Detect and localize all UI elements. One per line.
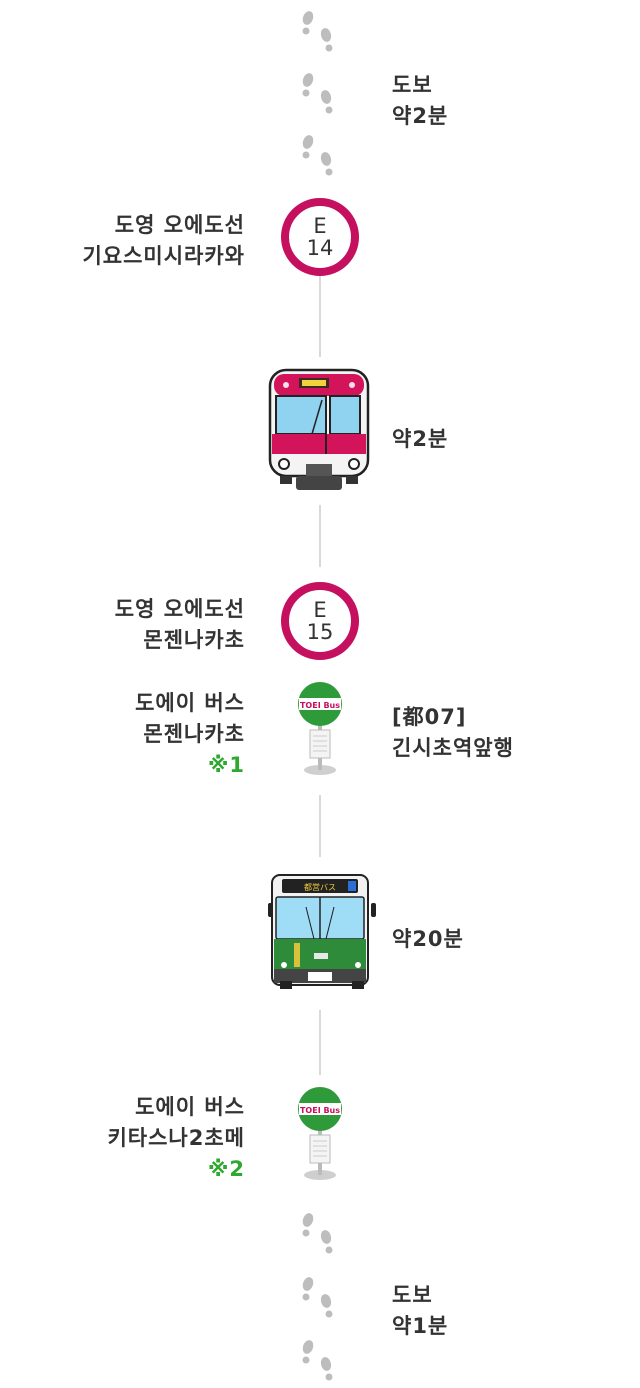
walk-time-top: 도보 약2분 [392, 70, 448, 132]
bus-stop-icon: TOEI Bus [298, 682, 342, 775]
connector-line [319, 275, 321, 357]
bus-duration-label: 약20분 [392, 927, 464, 951]
subway-train-icon [268, 368, 370, 490]
walk-time-bottom: 도보 약1분 [392, 1280, 448, 1342]
bus-operator: 도에이 버스 [135, 691, 245, 715]
station-code-letter: E [313, 214, 327, 238]
walk-mode-label: 도보 [392, 1283, 433, 1307]
bus-route-number: [都07] [392, 705, 467, 729]
bus-stop-sign-text: TOEI Bus [300, 1106, 340, 1115]
bus-destination: 긴시초역앞행 [392, 736, 514, 760]
connector-line [319, 1010, 321, 1075]
connector-line [319, 795, 321, 857]
station-code-letter: E [313, 598, 327, 622]
footprints-icon [302, 11, 333, 176]
footprints-icon [302, 1213, 333, 1381]
station-code-number: 14 [306, 236, 334, 260]
bus-stop-2-label: 도에이 버스 키타스나2초메 ※2 [107, 1092, 245, 1185]
station-name: 몬젠나카초 [143, 628, 245, 652]
oedo-station-icon: E 14 [281, 198, 359, 276]
bus-operator: 도에이 버스 [135, 1095, 245, 1119]
footnote-marker: ※2 [207, 1157, 245, 1181]
station-name: 기요스미시라카와 [82, 244, 245, 268]
bus-stop-name: 몬젠나카초 [143, 722, 245, 746]
bus-stop-icon: TOEI Bus [298, 1087, 342, 1180]
bus-stop-1-label: 도에이 버스 몬젠나카초 ※1 [135, 688, 245, 781]
oedo-station-icon: E 15 [281, 582, 359, 660]
walk-duration-label: 약1분 [392, 1314, 449, 1338]
station-e15-label: 도영 오에도선 몬젠나카초 [115, 594, 245, 656]
bus-display-text: 都営バス [304, 882, 336, 892]
footnote-marker: ※1 [207, 753, 245, 777]
connector-line [319, 505, 321, 567]
bus-stop-sign-text: TOEI Bus [300, 701, 340, 710]
walk-mode-label: 도보 [392, 73, 433, 97]
bus-route-info: [都07] 긴시초역앞행 [392, 702, 514, 764]
station-code-number: 15 [306, 620, 334, 644]
bus-stop-name: 키타스나2초메 [107, 1126, 245, 1150]
walk-duration-label: 약2분 [392, 104, 449, 128]
station-e14-label: 도영 오에도선 기요스미시라카와 [82, 210, 245, 272]
train-duration-label: 약2분 [392, 427, 449, 451]
station-line-name: 도영 오에도선 [114, 213, 245, 237]
station-line-name: 도영 오에도선 [114, 597, 245, 621]
bus-icon: 都営バス [268, 874, 376, 989]
